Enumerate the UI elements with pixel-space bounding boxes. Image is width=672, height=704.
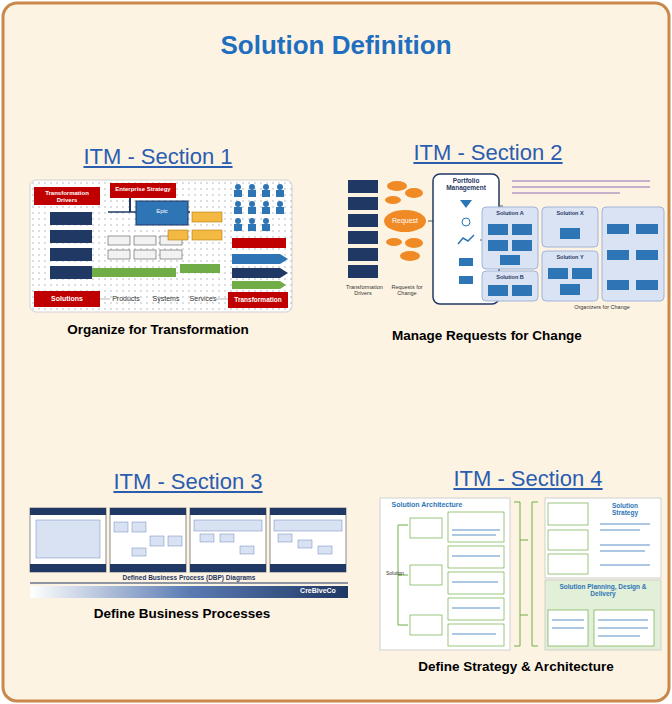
thumb-text: Solutions [51, 295, 83, 303]
section-heading: ITM - Section 1 [83, 144, 232, 169]
thumb-text: CreBiveCo [300, 587, 336, 595]
thumb-text: Solution B [496, 274, 524, 280]
section-heading: ITM - Section 4 [453, 466, 602, 491]
thumb-text: Defined Business Process (DBP) Diagrams [123, 574, 256, 581]
thumb-text: Solution A [496, 210, 523, 216]
section-caption: Define Business Processes [94, 606, 270, 622]
thumb-text: Products [112, 295, 140, 303]
thumb-text: Transformation Drivers [346, 284, 380, 297]
section-caption: Manage Requests for Change [392, 328, 582, 344]
thumb-text: Solution Y [556, 254, 583, 260]
page-title: Solution Definition [220, 30, 451, 61]
section-heading: ITM - Section 3 [113, 469, 262, 494]
thumb-text: Organizers for Change [574, 304, 630, 310]
thumb-text: Services [190, 295, 217, 303]
thumb-text: Solution Architecture [392, 501, 463, 509]
thumb-text: Solution [386, 571, 404, 577]
thumb-text: Solution X [556, 210, 583, 216]
thumb-text: Epic [156, 208, 168, 215]
thumb-text: Systems [153, 295, 180, 303]
section-heading: ITM - Section 2 [413, 140, 562, 165]
section-caption: Organize for Transformation [67, 322, 249, 338]
thumb-text: Solution Planning, Design & Delivery [553, 583, 653, 598]
thumb-text: Enterprise Strategy [112, 186, 174, 193]
thumb-text: Transformation Drivers [36, 190, 98, 204]
thumb-text: Request [392, 217, 418, 225]
thumb-text: Transformation [234, 296, 281, 303]
thumb-text: Requests for Change [390, 284, 424, 297]
thumb-text: Solution Strategy [605, 502, 645, 517]
section-caption: Define Strategy & Architecture [418, 659, 613, 675]
thumb-text: Portfolio Management [436, 177, 496, 192]
